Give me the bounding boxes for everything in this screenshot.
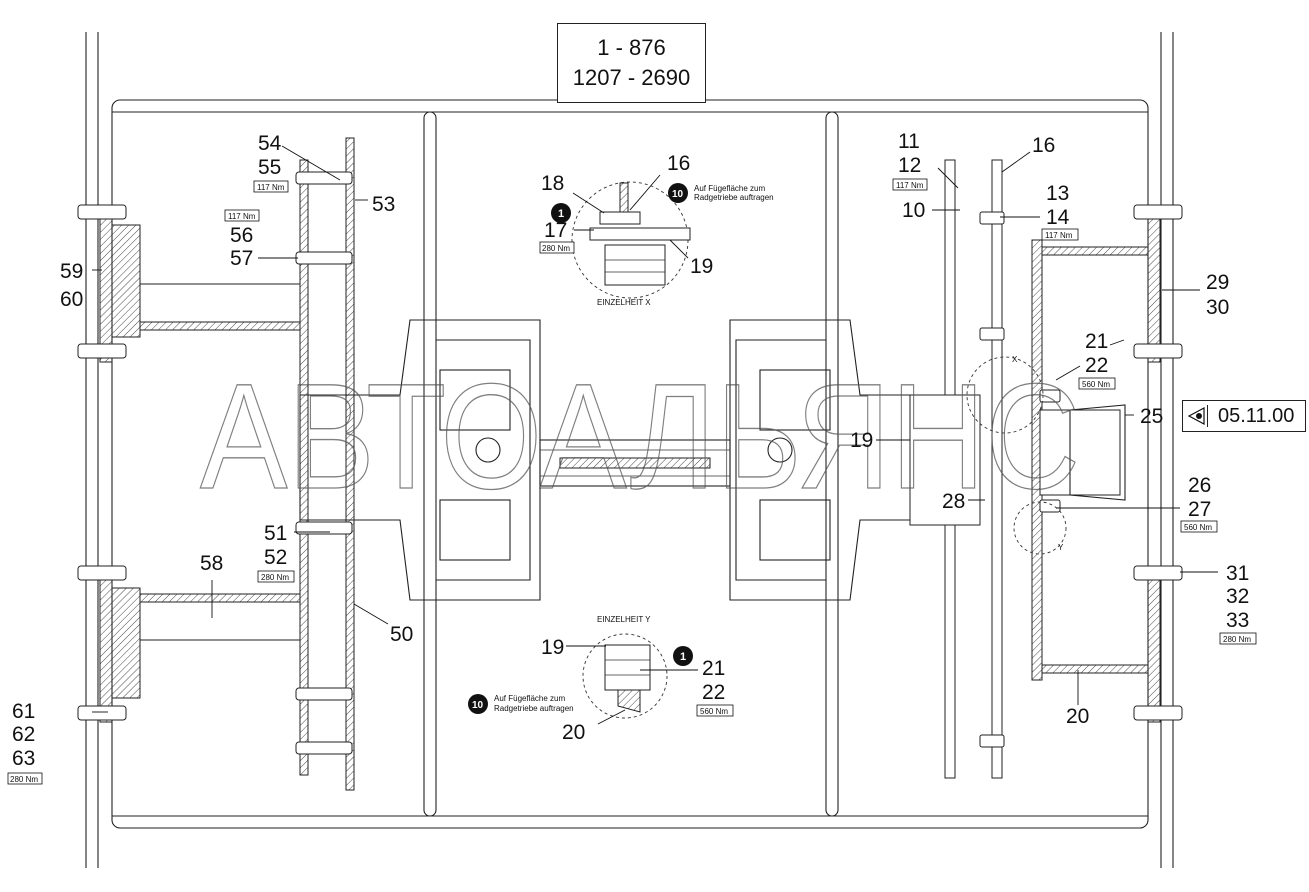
label-20-right: 20 [1066,705,1089,728]
cross-reference-label: 05.11.00 [1218,404,1295,427]
detail-y-torque-badge: 560 Nm [696,704,734,717]
label-11: 11 [898,130,920,153]
torque-badge-55: 117 Nm [253,180,289,193]
label-26: 26 [1188,474,1211,497]
detail-y-note-line2: Radgetriebe auftragen [494,704,574,713]
torque-badge-14: 117 Nm [1041,228,1079,241]
detail-x-marker-10: 10 [668,183,688,203]
detail-x-label-16: 16 [667,152,690,175]
label-33: 33 [1226,609,1249,632]
svg-text:560 Nm: 560 Nm [1082,380,1110,389]
left-bracket-assembly [77,137,355,791]
svg-text:10: 10 [472,700,484,711]
label-61: 61 [12,700,35,723]
label-54: 54 [258,132,282,155]
svg-text:280 Nm: 280 Nm [261,573,289,582]
label-57: 57 [230,247,253,270]
serial-range-line2: 1207 - 2690 [572,65,691,90]
y-marker: Y [1058,543,1064,552]
svg-text:560 Nm: 560 Nm [1184,523,1212,532]
svg-text:1: 1 [558,208,564,220]
label-14: 14 [1046,206,1070,229]
label-60: 60 [60,288,83,311]
detail-y-label-20: 20 [562,721,585,744]
label-55: 55 [258,156,281,179]
detail-y-label-19: 19 [541,636,564,659]
label-32: 32 [1226,585,1249,608]
svg-text:280 Nm: 280 Nm [1223,635,1251,644]
detail-y-note-line1: Auf Fügefläche zum [494,694,565,703]
detail-x-label-19: 19 [690,255,713,278]
label-29: 29 [1206,271,1229,294]
label-10: 10 [902,199,925,222]
frame [85,32,1174,868]
label-53: 53 [372,193,395,216]
serial-range-line1: 1 - 876 [597,35,666,60]
svg-text:117 Nm: 117 Nm [228,212,256,221]
detail-x-title: EINZELHEIT X [597,298,651,307]
detail-x [571,181,691,299]
label-63: 63 [12,747,35,770]
svg-text:117 Nm: 117 Nm [896,181,924,190]
detail-x-marker-1: 1 [551,203,571,223]
detail-y [582,633,668,719]
label-51: 51 [264,522,287,545]
torque-badge-27: 560 Nm [1180,520,1218,533]
torque-badge-56: 117 Nm [224,209,260,222]
detail-y-label-21: 21 [702,657,725,680]
label-59: 59 [60,260,83,283]
label-16-right: 16 [1032,134,1055,157]
svg-text:280 Nm: 280 Nm [542,244,570,253]
label-19-right: 19 [850,429,873,452]
detail-y-marker-1: 1 [673,646,693,666]
svg-text:560 Nm: 560 Nm [700,707,728,716]
label-50: 50 [390,623,413,646]
detail-x-note-line1: Auf Fügefläche zum [694,184,765,193]
view-eye-icon [1187,405,1208,427]
detail-x-label-18: 18 [541,172,564,195]
detail-x-note-line2: Radgetriebe auftragen [694,193,774,202]
label-21-right: 21 [1085,330,1108,353]
x-marker: X [1012,355,1018,364]
label-22-right: 22 [1085,354,1108,377]
label-27: 27 [1188,498,1211,521]
label-58: 58 [200,552,223,575]
svg-text:1: 1 [680,651,686,663]
svg-text:117 Nm: 117 Nm [1045,231,1073,240]
label-13: 13 [1046,182,1069,205]
label-28: 28 [942,490,965,513]
label-30: 30 [1206,296,1229,319]
detail-y-marker-10: 10 [468,694,488,714]
label-56: 56 [230,224,253,247]
svg-text:10: 10 [672,189,684,200]
watermark: АВТОАЛЬЯНС [200,352,1080,520]
label-12: 12 [898,154,921,177]
torque-badge-12: 117 Nm [892,178,928,191]
svg-text:117 Nm: 117 Nm [257,183,285,192]
label-31: 31 [1226,562,1249,585]
right-bracket-assembly [909,159,1183,779]
bolt-group-left [77,171,353,755]
leader-lines [92,145,1218,725]
label-62: 62 [12,723,35,746]
detail-x-label-17: 17 [544,219,567,242]
label-52: 52 [264,546,287,569]
detail-y-label-22: 22 [702,681,725,704]
torque-badge-52: 280 Nm [257,570,295,583]
serial-range-box: 1 - 876 1207 - 2690 [557,23,706,103]
torque-badge-22: 560 Nm [1078,377,1116,390]
svg-text:280 Nm: 280 Nm [10,775,38,784]
bolt-group-right [979,204,1183,748]
label-25: 25 [1140,405,1163,428]
cross-reference-link[interactable]: 05.11.00 [1182,400,1306,432]
detail-y-title: EINZELHEIT Y [597,615,651,624]
detail-x-torque-badge: 280 Nm [539,241,575,254]
torque-badge-33: 280 Nm [1219,632,1257,645]
torque-badge-63: 280 Nm [7,772,43,785]
